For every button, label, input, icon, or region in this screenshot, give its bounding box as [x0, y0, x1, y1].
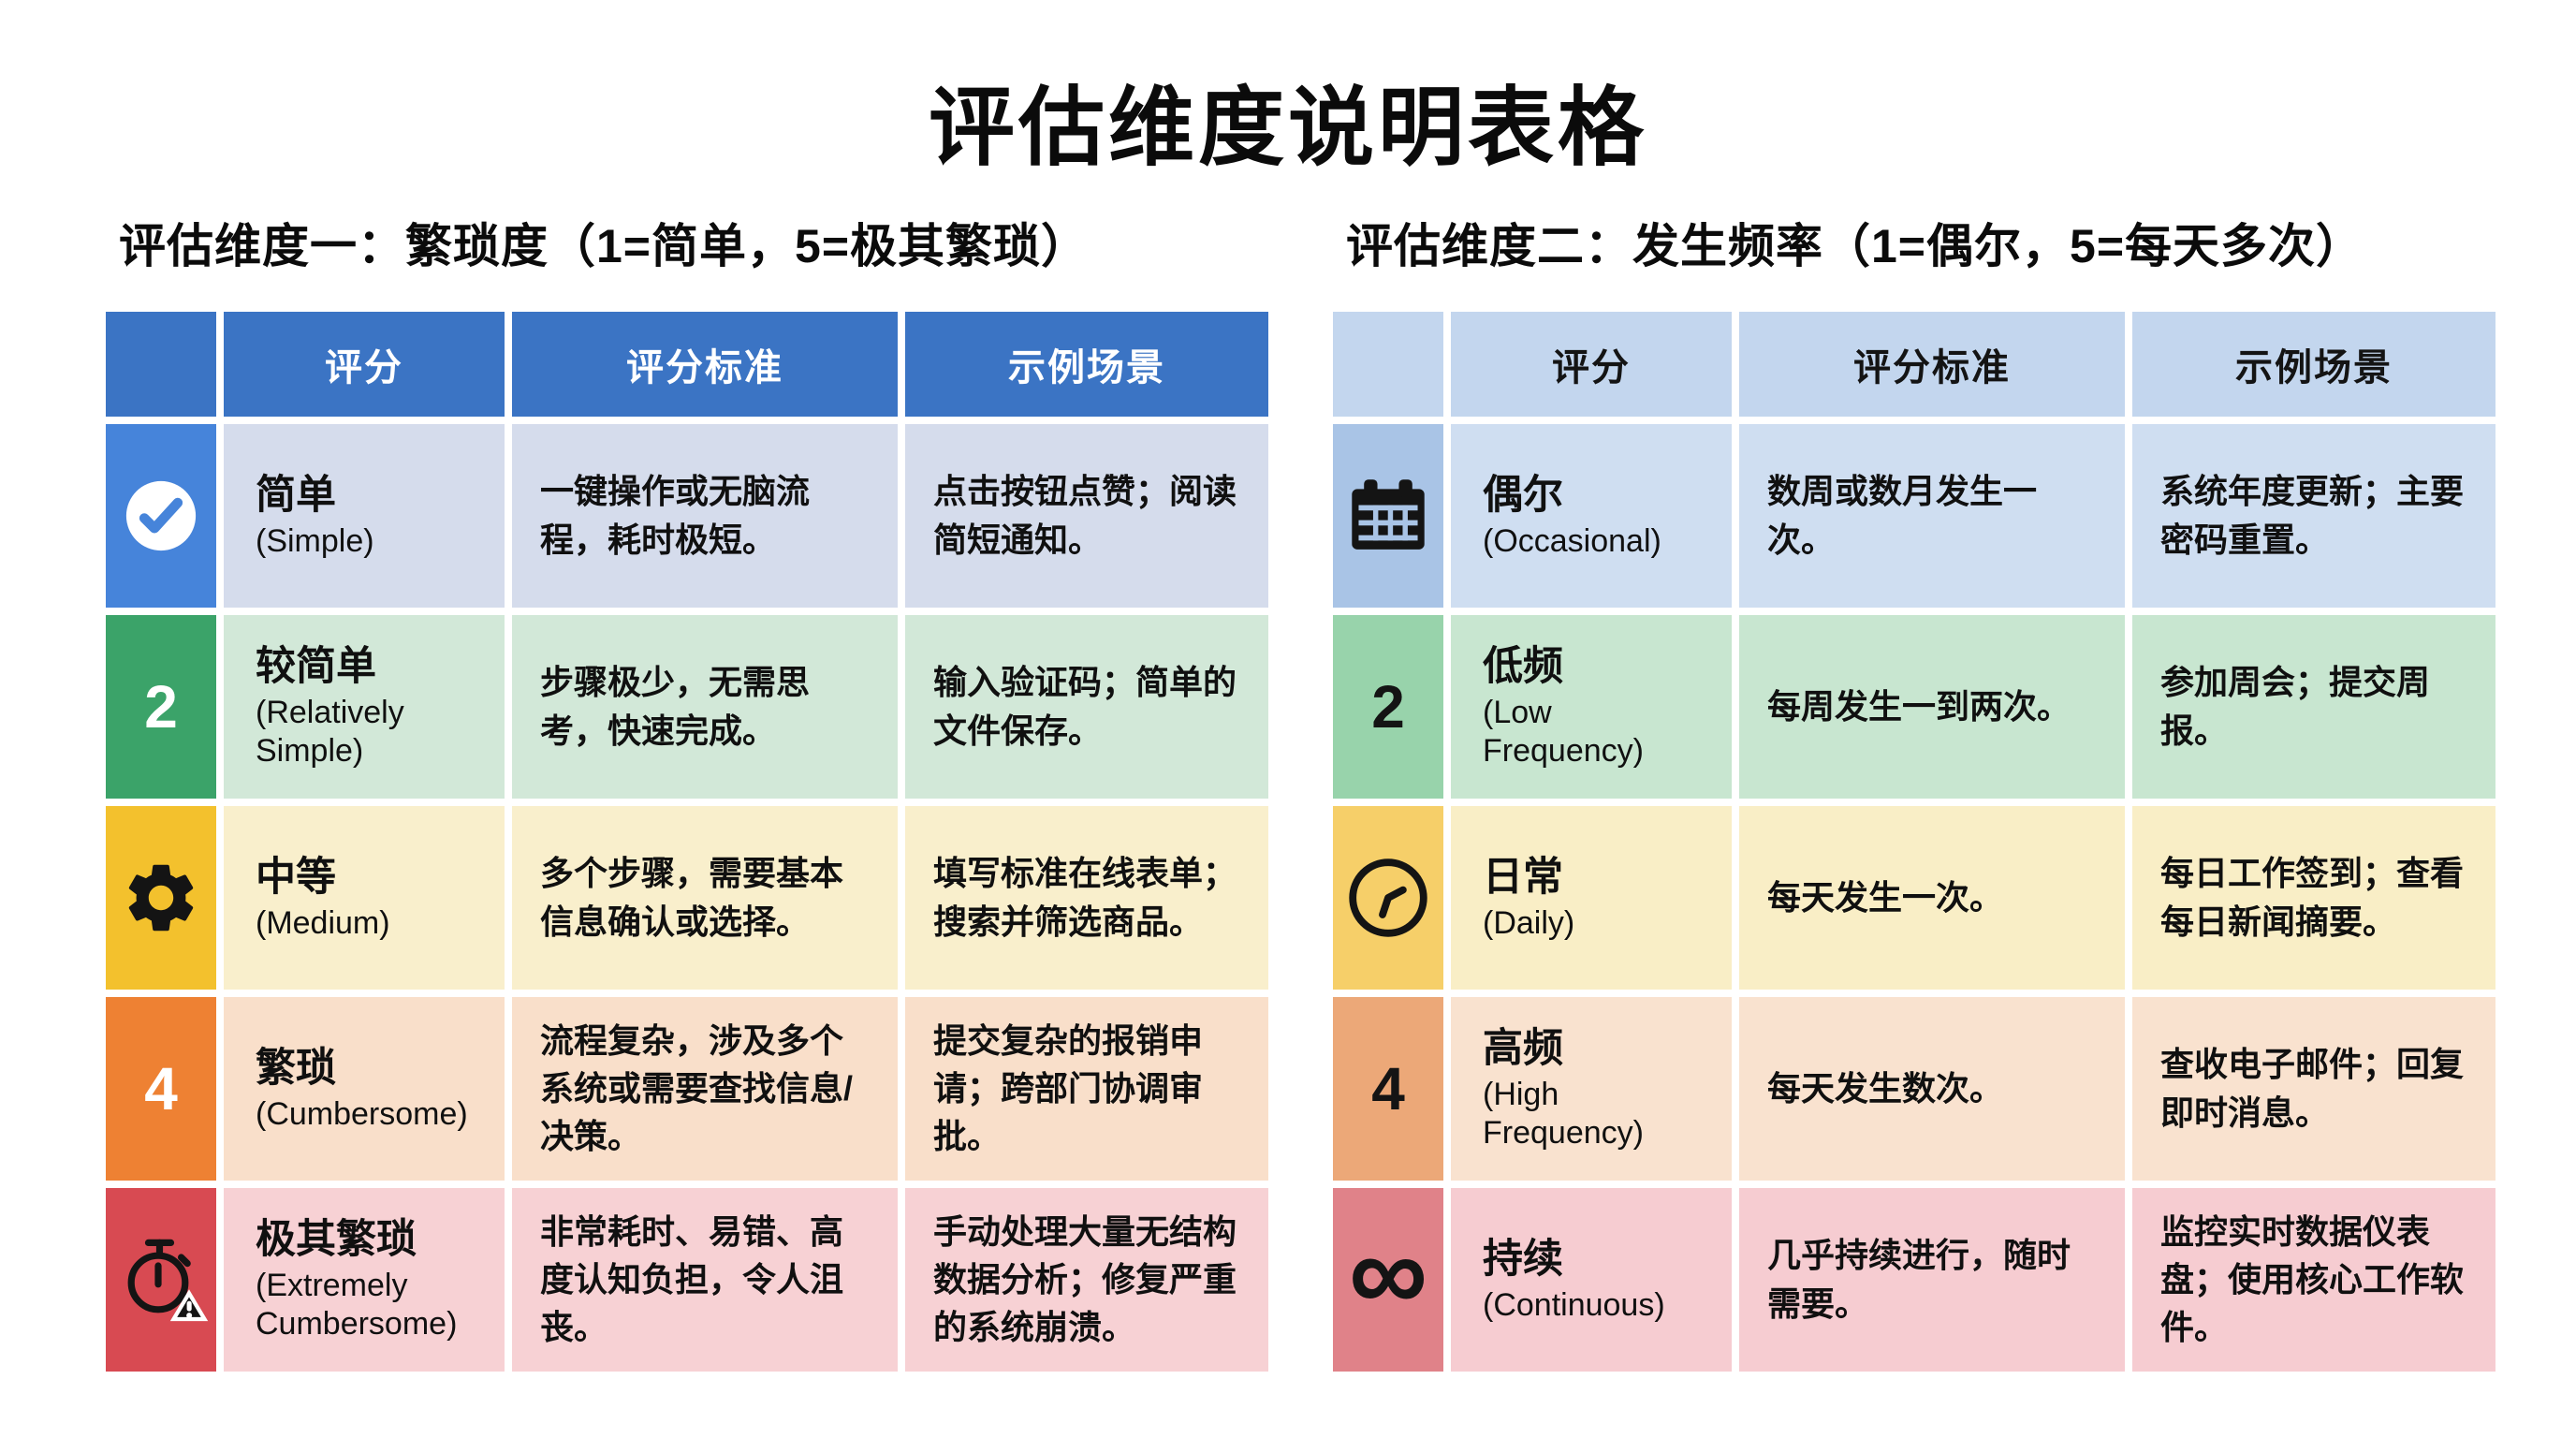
score-label-zh: 日常: [1483, 854, 1563, 900]
number-badge: 4: [1371, 1054, 1405, 1123]
column-header: 评分标准: [1739, 311, 2125, 417]
example-cell: 点击按钮点赞；阅读简短通知。: [905, 423, 1268, 608]
score-name-cell: 持续 (Continuous): [1451, 1187, 1732, 1372]
score-label-zh: 极其繁琐: [256, 1217, 417, 1263]
header-corner-cell: [106, 311, 216, 417]
score-label-zh: 高频: [1483, 1026, 1563, 1072]
score-name-cell: 中等 (Medium): [224, 805, 505, 990]
column-header: 示例场景: [2132, 311, 2496, 417]
example-cell: 输入验证码；简单的文件保存。: [905, 614, 1268, 799]
score-badge-cell: [106, 805, 216, 990]
score-label-zh: 中等: [256, 854, 336, 900]
dimension-2-table: 评分评分标准示例场景偶尔 (Occasional) 数周或数月发生一次。系统年度更新…: [1333, 311, 2496, 1372]
score-label-en: (Continuous): [1483, 1286, 1665, 1323]
score-name-cell: 低频(Low Frequency): [1451, 614, 1732, 799]
dimension-2-section: 评估维度二：发生频率（1=偶尔，5=每天多次） 评分评分标准示例场景偶尔 (Occ…: [1333, 217, 2496, 1372]
score-label-en: (Cumbersome): [256, 1095, 468, 1132]
stopwatch-alert-icon: [113, 1235, 209, 1325]
score-name-cell: 较简单(Relatively Simple): [224, 614, 505, 799]
example-cell: 手动处理大量无结构数据分析；修复严重的系统崩溃。: [905, 1187, 1268, 1372]
dimension-1-title: 评估维度一：繁琐度（1=简单，5=极其繁琐）: [119, 220, 1090, 272]
example-cell: 查收电子邮件；回复即时消息。: [2132, 996, 2496, 1181]
criteria-cell: 非常耗时、易错、高度认知负担，令人沮丧。: [512, 1187, 898, 1372]
score-label-zh: 简单: [256, 472, 336, 518]
score-badge-cell: 2: [1333, 614, 1443, 799]
gear-icon: [120, 857, 202, 939]
dimension-1-table: 评分评分标准示例场景简单 (Simple) 一键操作或无脑流程，耗时极短。点击按钮点…: [106, 311, 1268, 1372]
check-circle-icon: [122, 477, 200, 555]
criteria-cell: 每周发生一到两次。: [1739, 614, 2125, 799]
column-header: 示例场景: [905, 311, 1268, 417]
score-name-cell: 繁琐 (Cumbersome): [224, 996, 505, 1181]
score-badge-cell: ∞: [1333, 1187, 1443, 1372]
criteria-cell: 步骤极少，无需思考，快速完成。: [512, 614, 898, 799]
score-label-zh: 较简单: [256, 644, 376, 690]
clock-icon: [1343, 853, 1433, 943]
score-name-cell: 日常 (Daily): [1451, 805, 1732, 990]
score-label-zh: 偶尔: [1483, 472, 1563, 518]
score-label-zh: 持续: [1483, 1236, 1563, 1282]
score-name-cell: 简单 (Simple): [224, 423, 505, 608]
criteria-cell: 每天发生一次。: [1739, 805, 2125, 990]
score-label-zh: 繁琐: [256, 1045, 336, 1091]
calendar-icon: [1345, 476, 1431, 556]
criteria-cell: 几乎持续进行，随时需要。: [1739, 1187, 2125, 1372]
score-badge-cell: [1333, 423, 1443, 608]
criteria-cell: 流程复杂，涉及多个系统或需要查找信息/决策。: [512, 996, 898, 1181]
criteria-cell: 一键操作或无脑流程，耗时极短。: [512, 423, 898, 608]
score-name-cell: 偶尔 (Occasional): [1451, 423, 1732, 608]
example-cell: 参加周会；提交周报。: [2132, 614, 2496, 799]
score-badge-cell: [106, 1187, 216, 1372]
score-label-en: (Occasional): [1483, 522, 1661, 559]
score-badge-cell: [1333, 805, 1443, 990]
score-name-cell: 极其繁琐(Extremely Cumbersome): [224, 1187, 505, 1372]
score-label-en: (Extremely Cumbersome): [256, 1267, 458, 1343]
infinity-icon: ∞: [1348, 1211, 1428, 1336]
score-badge-cell: 4: [106, 996, 216, 1181]
example-cell: 监控实时数据仪表盘；使用核心工作软件。: [2132, 1187, 2496, 1372]
column-header: 评分: [1451, 311, 1732, 417]
criteria-cell: 多个步骤，需要基本信息确认或选择。: [512, 805, 898, 990]
score-badge-cell: [106, 423, 216, 608]
example-cell: 系统年度更新；主要密码重置。: [2132, 423, 2496, 608]
header-corner-cell: [1333, 311, 1443, 417]
score-label-en: (Low Frequency): [1483, 694, 1644, 770]
dimension-2-title: 评估维度二：发生频率（1=偶尔，5=每天多次）: [1346, 220, 2364, 272]
score-label-en: (Daily): [1483, 904, 1575, 941]
example-cell: 填写标准在线表单；搜索并筛选商品。: [905, 805, 1268, 990]
score-label-zh: 低频: [1483, 644, 1563, 690]
dimension-1-section: 评估维度一：繁琐度（1=简单，5=极其繁琐） 评分评分标准示例场景简单 (Simp…: [106, 217, 1268, 1372]
criteria-cell: 每天发生数次。: [1739, 996, 2125, 1181]
column-header: 评分标准: [512, 311, 898, 417]
example-cell: 每日工作签到；查看每日新闻摘要。: [2132, 805, 2496, 990]
number-badge: 4: [144, 1054, 178, 1123]
criteria-cell: 数周或数月发生一次。: [1739, 423, 2125, 608]
score-name-cell: 高频(High Frequency): [1451, 996, 1732, 1181]
example-cell: 提交复杂的报销申请；跨部门协调审批。: [905, 996, 1268, 1181]
score-label-en: (High Frequency): [1483, 1076, 1644, 1152]
column-header: 评分: [224, 311, 505, 417]
score-badge-cell: 4: [1333, 996, 1443, 1181]
number-badge: 2: [144, 672, 178, 741]
score-badge-cell: 2: [106, 614, 216, 799]
score-label-en: (Simple): [256, 522, 374, 559]
number-badge: 2: [1371, 672, 1405, 741]
score-label-en: (Relatively Simple): [256, 694, 404, 770]
page-title: 评估维度说明表格: [928, 81, 1647, 176]
score-label-en: (Medium): [256, 904, 390, 941]
